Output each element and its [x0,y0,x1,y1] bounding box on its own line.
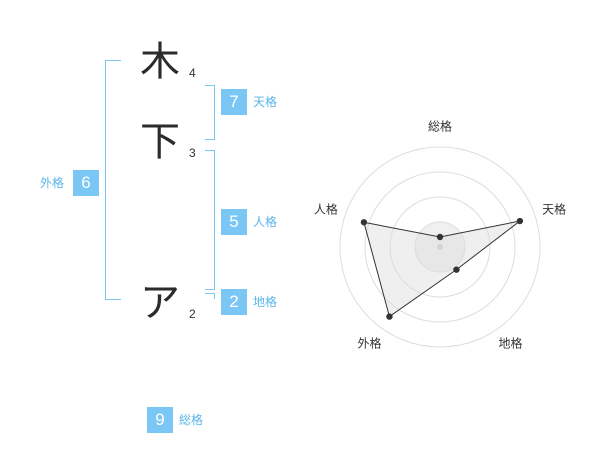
chikaku-label: 地格 [253,295,278,309]
gaikaku-bracket [105,60,121,300]
radar-axis-label: 地格 [499,336,523,351]
stroke-count-1: 4 [189,66,196,80]
jinkaku-label: 人格 [253,215,278,229]
jinkaku-value: 5 [221,209,247,235]
gaikaku-value: 6 [73,170,99,196]
tenkaku-value: 7 [221,89,247,115]
radar-axis-label: 外格 [357,336,381,351]
radar-axis-label: 天格 [542,201,566,216]
soukaku-label: 総格 [179,413,204,427]
radar-axis-label: 人格 [314,201,338,216]
radar-point [386,313,393,320]
radar-point [453,266,460,273]
soukaku-value: 9 [147,407,173,433]
chikaku-bracket [205,293,215,299]
gaikaku-label: 外格 [40,176,65,190]
radar-point [436,233,444,241]
radar-axis-label: 総格 [428,119,452,134]
name-char-1: 木 [140,39,180,85]
stroke-count-2: 3 [189,146,196,160]
radar-point [516,217,524,225]
chikaku-value: 2 [221,289,247,315]
jinkaku-bracket [205,150,215,290]
name-char-3: ア [140,280,180,326]
tenkaku-bracket [205,85,215,140]
tenkaku-label: 天格 [253,95,278,109]
radar-center-dot [437,244,443,250]
name-char-2: 下 [140,119,180,165]
radar-point [360,219,368,226]
radar-series-polygon [363,220,521,318]
stroke-count-3: 2 [189,307,196,321]
